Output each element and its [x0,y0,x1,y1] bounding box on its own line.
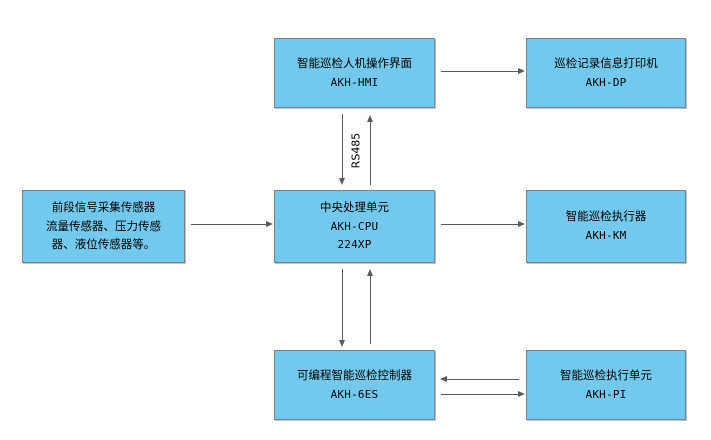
node-sensors-line1: 前段信号采集传感器 [51,199,156,214]
node-unit-pi-line1: 智能巡检执行单元 [560,367,652,382]
node-unit-pi[interactable]: 智能巡检执行单元 AKH-PI [526,350,686,420]
node-hmi-line2: AKH-HMI [330,75,379,89]
edge-6es-to-cpu-up-line [370,275,371,344]
edge-sensors-to-cpu-line [191,224,267,225]
edge-6es-to-pi-arrowhead [518,390,525,397]
edge-hmi-cpu-down-arrowhead [338,178,345,185]
edge-cpu-hmi-up-line [370,121,371,185]
node-printer[interactable]: 巡检记录信息打印机 AKH-DP [526,38,686,108]
edge-cpu-hmi-up-arrowhead [366,115,373,122]
node-cpu-line1: 中央处理单元 [320,200,389,215]
edge-cpu-to-km-line [441,224,519,225]
edge-6es-to-cpu-up-arrowhead [366,269,373,276]
node-sensors-line2: 流量传感器、压力传感 [46,218,161,233]
edge-hmi-to-printer-arrowhead [518,67,525,74]
edge-pi-to-6es-arrowhead [440,375,447,382]
node-actuator-km-line1: 智能巡检执行器 [565,209,647,224]
edge-6es-to-pi-line [441,394,519,395]
node-cpu[interactable]: 中央处理单元 AKH-CPU 224XP [274,190,435,263]
node-controller-6es-line1: 可编程智能巡检控制器 [297,367,412,382]
edge-label-rs485: RS485 [349,132,363,169]
edge-pi-to-6es-line [447,379,519,380]
node-actuator-km[interactable]: 智能巡检执行器 AKH-KM [526,190,686,263]
node-hmi[interactable]: 智能巡检人机操作界面 AKH-HMI [274,38,435,108]
edge-cpu-to-6es-down-line [342,269,343,341]
node-sensors[interactable]: 前段信号采集传感器 流量传感器、压力传感 器、液位传感器等。 [22,190,185,263]
edge-cpu-to-6es-down-arrowhead [338,340,345,347]
edge-sensors-to-cpu-arrowhead [266,220,273,227]
node-printer-line1: 巡检记录信息打印机 [554,55,658,70]
node-cpu-line3: 224XP [337,238,372,252]
edge-cpu-to-km-arrowhead [518,220,525,227]
node-hmi-line1: 智能巡检人机操作界面 [297,55,412,70]
node-printer-line2: AKH-DP [585,75,627,89]
edge-hmi-to-printer-line [441,71,519,72]
node-cpu-line2: AKH-CPU [330,220,379,234]
node-sensors-line3: 器、液位传感器等。 [51,237,156,252]
node-unit-pi-line2: AKH-PI [585,387,627,401]
node-controller-6es[interactable]: 可编程智能巡检控制器 AKH-6ES [274,350,435,420]
node-controller-6es-line2: AKH-6ES [330,387,379,401]
edge-hmi-cpu-down-line [342,114,343,179]
node-actuator-km-line2: AKH-KM [585,229,627,243]
